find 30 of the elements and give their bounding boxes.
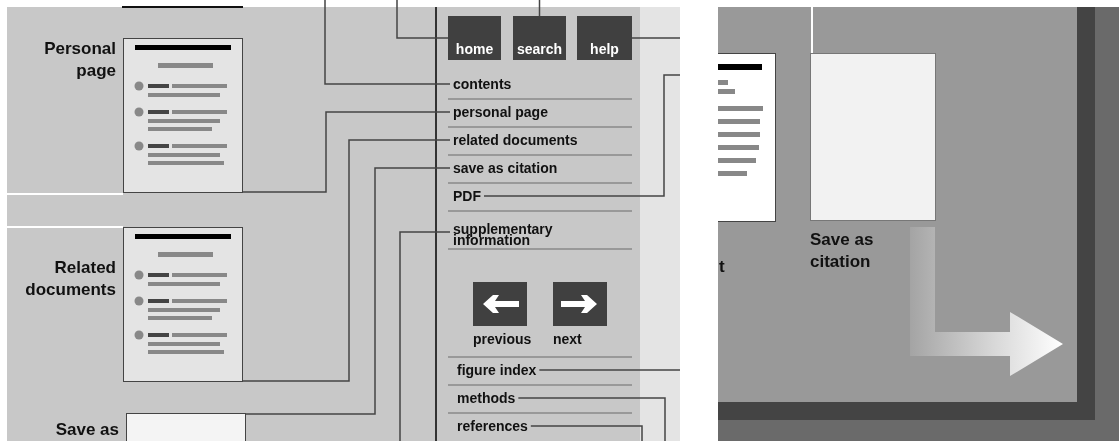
leader-line xyxy=(245,167,451,415)
document-heading: Save as citation xyxy=(810,229,875,273)
leader-line xyxy=(483,74,681,197)
leader-line xyxy=(242,111,451,193)
document-heading: Save as xyxy=(54,419,119,441)
leader-line xyxy=(538,369,681,371)
leader-line xyxy=(242,139,451,382)
menu-link: related documents xyxy=(450,131,581,149)
menu-link: methods xyxy=(454,389,519,407)
menu-link: PDF xyxy=(450,187,484,205)
nav-button: help xyxy=(577,16,632,60)
nav-button: search xyxy=(513,16,566,60)
partial-text: t xyxy=(719,256,725,278)
menu-link: references xyxy=(454,417,531,435)
document-heading: Personal page xyxy=(43,38,116,82)
leader-line xyxy=(324,0,451,85)
leader-line xyxy=(517,397,666,441)
menu-link: figure index xyxy=(454,361,540,379)
leader-line xyxy=(399,231,451,441)
menu-link: save as citation xyxy=(450,159,561,177)
menu-link: supplementary information xyxy=(450,224,586,246)
nav-label: next xyxy=(553,330,582,348)
nav-label: previous xyxy=(473,330,532,348)
leader-line xyxy=(631,37,681,39)
nav-button: home xyxy=(448,16,501,60)
document-heading: Related documents xyxy=(24,257,116,301)
leader-line xyxy=(530,425,643,441)
leader-line xyxy=(396,0,449,39)
menu-link: personal page xyxy=(450,103,551,121)
menu-link: contents xyxy=(450,75,515,93)
